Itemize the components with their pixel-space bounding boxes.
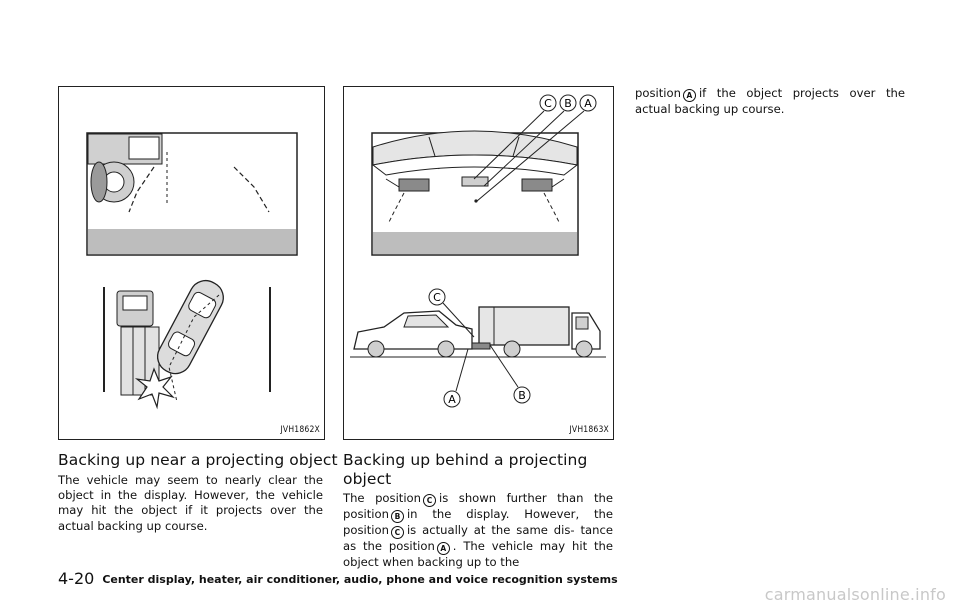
text-run: in the display. However, the position — [343, 507, 613, 537]
figure-code: JVH1863X — [569, 425, 609, 435]
text-run: is shown further than the position — [343, 491, 613, 521]
callout-b-side: B — [518, 389, 526, 402]
illustration-display-and-side-view: C B A C A B — [350, 94, 606, 408]
page-footer: 4-20 Center display, heater, air conditio… — [58, 569, 618, 588]
text-run: is actually at the same dis- tance as th… — [343, 523, 613, 553]
illustration-camera-view-and-parking — [86, 132, 298, 410]
callout-c-top: C — [544, 97, 552, 110]
heading-backing-up-near-object: Backing up near a projecting object — [58, 451, 338, 469]
watermark: carmanualsonline.info — [764, 585, 946, 604]
callout-b-top: B — [564, 97, 572, 110]
figure-code: JVH1862X — [280, 425, 320, 435]
text-run: position — [635, 86, 681, 100]
page-number: 4-20 — [58, 569, 95, 588]
text-run: The position — [343, 491, 421, 505]
chapter-title: Center display, heater, air conditioner,… — [102, 573, 618, 586]
callout-marker: A — [682, 89, 696, 102]
callout-marker: B — [390, 510, 404, 523]
callout-marker: A — [436, 542, 450, 555]
figure-behind-projecting-object: C B A C A B JVH1863X — [343, 86, 614, 440]
text-run: . The vehicle may hit the object when ba… — [343, 539, 613, 569]
callout-a-top: A — [584, 97, 592, 110]
callout-c-side: C — [433, 291, 441, 304]
figure-projecting-object: JVH1862X — [58, 86, 325, 440]
heading-line: Backing up behind a projecting — [343, 451, 588, 469]
heading-line: object — [343, 470, 392, 488]
callout-marker: C — [423, 494, 436, 507]
paragraph-near-object: The vehicle may seem to nearly clear the… — [58, 473, 323, 533]
heading-backing-up-behind-object: Backing up behind a projecting object — [343, 451, 613, 489]
callout-marker: C — [390, 526, 404, 539]
text-run: if the object projects over the actual b… — [635, 86, 905, 116]
callout-a-side: A — [448, 393, 456, 406]
